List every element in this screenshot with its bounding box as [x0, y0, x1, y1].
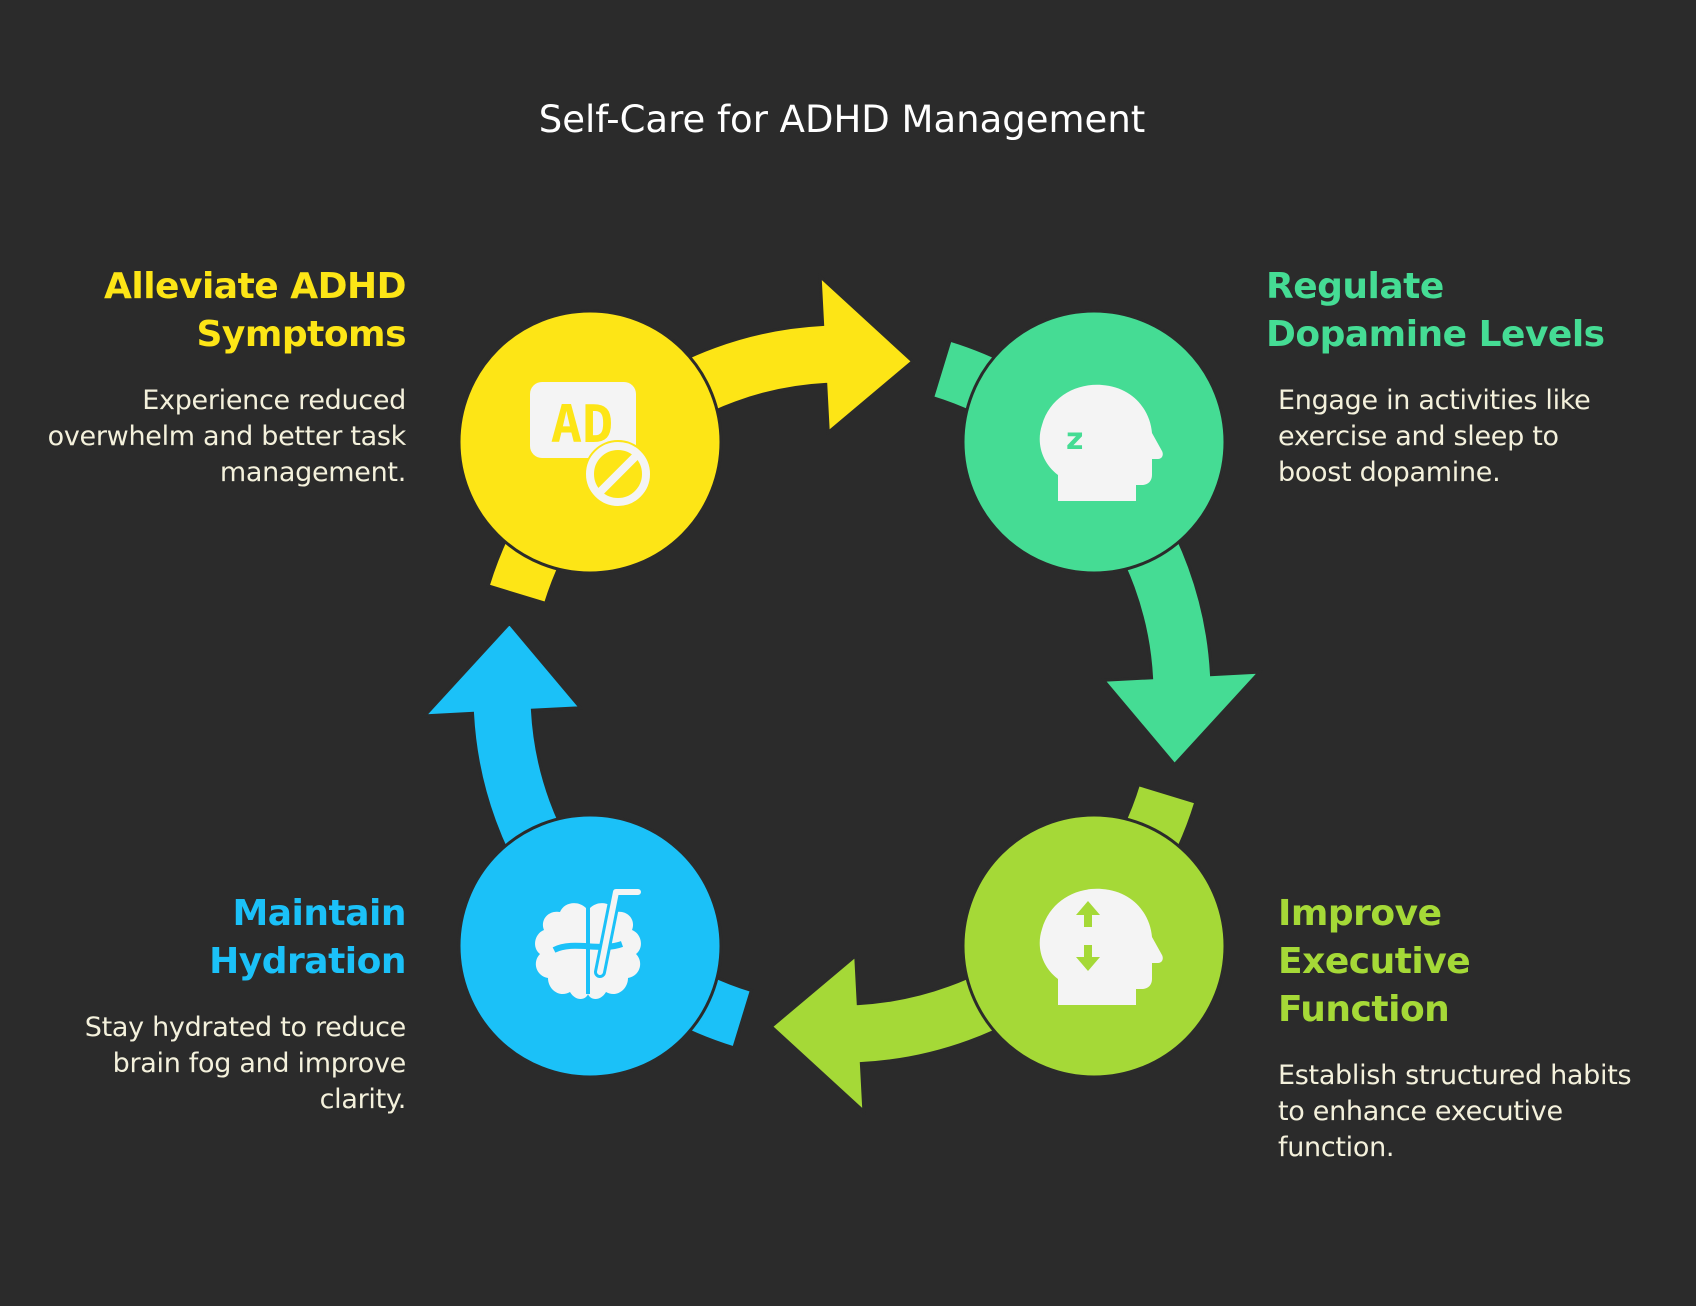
brain-straw-icon: [535, 886, 644, 999]
adhd-medication-icon: AD: [530, 382, 652, 508]
step-description: Establish structured habits to enhance e…: [1278, 1060, 1632, 1163]
head-arrows-icon: [1039, 888, 1163, 1005]
page-title: Self-Care for ADHD Management: [538, 98, 1146, 141]
step-heading: Improve Executive Function: [1278, 893, 1471, 1030]
step-heading: Maintain Hydration: [209, 893, 406, 982]
sleeping-head-icon: z: [1039, 384, 1163, 501]
step-hydrate: Maintain Hydration Stay hydrated to redu…: [26, 890, 407, 1118]
step-description: Stay hydrated to reduce brain fog and im…: [84, 1012, 407, 1115]
step-description: Engage in activities like exercise and s…: [1278, 385, 1591, 488]
step-description: Experience reduced overwhelm and better …: [47, 385, 407, 488]
step-improve: Improve Executive Function Establish str…: [1278, 890, 1638, 1166]
step-heading: Regulate Dopamine Levels: [1266, 266, 1605, 355]
svg-text:z: z: [1066, 422, 1083, 457]
step-regulate: Regulate Dopamine Levels Engage in activ…: [1266, 263, 1626, 491]
step-heading: Alleviate ADHD Symptoms: [104, 266, 406, 355]
step-alleviate: Alleviate ADHD Symptoms Experience reduc…: [46, 263, 407, 491]
